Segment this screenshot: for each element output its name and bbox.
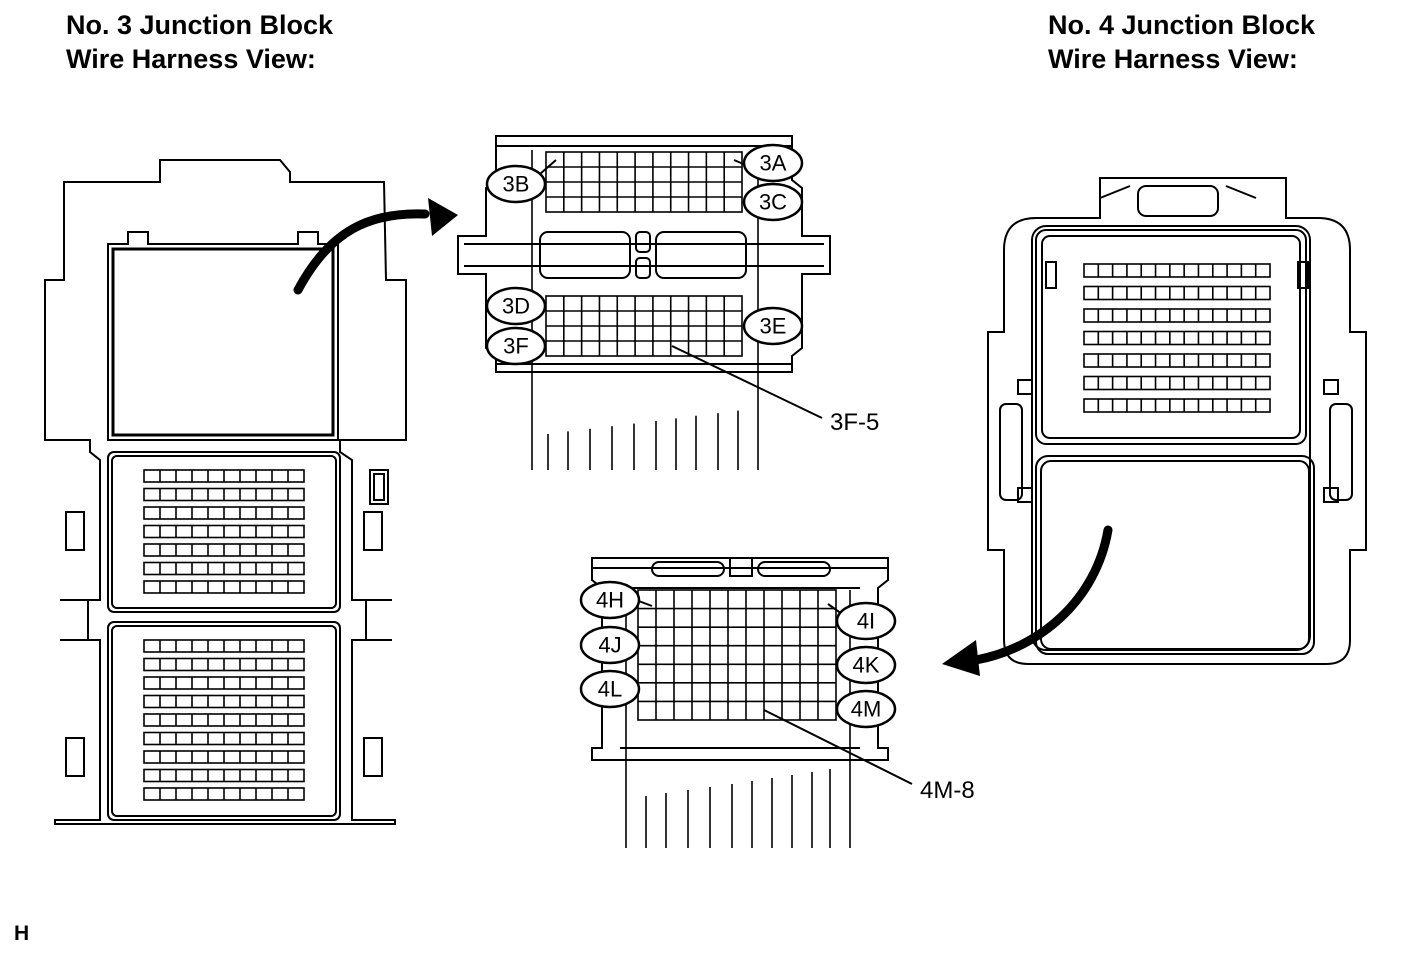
callout-3f-5-label: 3F-5: [830, 409, 879, 436]
connector-3-terminal-grid: [545, 151, 743, 357]
jb3-upper-terminals-row: [143, 543, 305, 557]
jb4-terminals-row: [1083, 330, 1271, 346]
badge-3f: 3F: [485, 326, 547, 366]
jb3-lower-terminals-row: [143, 787, 305, 801]
junction-block-3-body: [44, 159, 407, 825]
jb4-terminals-row: [1083, 263, 1271, 278]
connector-4-terminal-grid: [637, 589, 837, 721]
right-block-title-line1: No. 4 Junction Block: [1048, 10, 1316, 40]
junction-block-3-terminal-grid: [143, 469, 305, 801]
badge-3a: 3A: [733, 143, 804, 183]
badge-3c-label: 3C: [759, 190, 787, 215]
badge-3e-label: 3E: [760, 314, 787, 339]
c3-lower-grid: [545, 295, 743, 357]
left-block-title-line2: Wire Harness View:: [66, 44, 316, 74]
arrow-to-connector-4: [942, 525, 1113, 676]
c4-grid-main: [637, 589, 837, 721]
c4-grid-main-frame: [637, 589, 837, 721]
badge-4l: 4L: [579, 669, 641, 709]
left-block-title-line1: No. 3 Junction Block: [66, 10, 334, 40]
jb3-upper-terminals-row: [143, 487, 305, 502]
connector-4-wires: [625, 590, 851, 848]
jb3-lower-terminals-row: [143, 657, 305, 672]
badge-4h-label: 4H: [596, 588, 624, 613]
jb4-terminals-row: [1083, 285, 1271, 301]
badge-4m: 4M: [835, 689, 897, 729]
badge-3a-label: 3A: [760, 151, 787, 176]
jb3-lower-terminals-row: [143, 768, 305, 783]
left-block-title: No. 3 Junction Block Wire Harness View:: [66, 8, 333, 76]
jb4-terminals-row: [1083, 375, 1271, 391]
connector-3-badges: 3A 3B 3C 3D 3E 3F: [485, 143, 804, 366]
jb3-upper-terminals-row: [143, 561, 305, 576]
jb4-terminals-row-frame: [1083, 353, 1271, 368]
jb4-terminals-row: [1083, 308, 1271, 323]
junction-block-4-body: [987, 177, 1367, 665]
jb3-lower-terminals-row: [143, 731, 305, 746]
jb4-terminals-row-frame: [1083, 398, 1271, 413]
callout-3f-5: 3F-5: [671, 345, 879, 436]
jb4-terminals-row-frame: [1083, 285, 1271, 301]
badge-4h: 4H: [579, 580, 653, 620]
jb3-upper-terminals-row: [143, 524, 305, 539]
jb3-lower-terminals-row: [143, 750, 305, 764]
connector-4-badges: 4H 4I 4J 4K 4L 4M: [579, 580, 897, 729]
jb3-lower-terminals-row: [143, 713, 305, 727]
jb3-lower-terminals-row: [143, 676, 305, 690]
badge-3f-label: 3F: [503, 334, 529, 359]
badge-4l-label: 4L: [598, 677, 622, 702]
jb4-terminals-row-frame: [1083, 375, 1271, 391]
jb3-upper-terminals-row: [143, 580, 305, 594]
callout-4m-8: 4M-8: [763, 709, 975, 804]
junction-block-4-terminal-grid: [1083, 263, 1271, 413]
badge-4k: 4K: [835, 645, 897, 685]
right-block-title-line2: Wire Harness View:: [1048, 44, 1298, 74]
jb4-terminals-row: [1083, 398, 1271, 413]
badge-3d-label: 3D: [502, 294, 530, 319]
badge-4i: 4I: [827, 601, 897, 641]
badge-4j: 4J: [579, 625, 641, 665]
jb4-terminals-row: [1083, 353, 1271, 368]
callout-4m-8-label: 4M-8: [920, 777, 975, 804]
badge-4k-label: 4K: [853, 653, 880, 678]
right-block-title: No. 4 Junction Block Wire Harness View:: [1048, 8, 1315, 76]
jb4-terminals-row-frame: [1083, 330, 1271, 346]
jb4-terminals-row-frame: [1083, 263, 1271, 278]
badge-3c: 3C: [742, 182, 804, 222]
jb4-terminals-row-frame: [1083, 308, 1271, 323]
badge-3b-label: 3B: [503, 172, 530, 197]
jb3-lower-terminals-row: [143, 639, 305, 653]
jb3-upper-terminals-row: [143, 469, 305, 483]
arrow-to-connector-3: [293, 198, 458, 295]
c3-upper-grid: [545, 151, 743, 213]
jb3-lower-terminals-row: [143, 694, 305, 709]
badge-3d: 3D: [485, 286, 547, 326]
badge-3e: 3E: [742, 306, 804, 346]
badge-4j-label: 4J: [598, 633, 621, 658]
jb3-upper-terminals-row: [143, 506, 305, 520]
badge-4i-label: 4I: [857, 609, 875, 634]
badge-3b: 3B: [485, 159, 557, 204]
figure-code: H: [14, 922, 30, 945]
badge-4m-label: 4M: [851, 697, 882, 722]
